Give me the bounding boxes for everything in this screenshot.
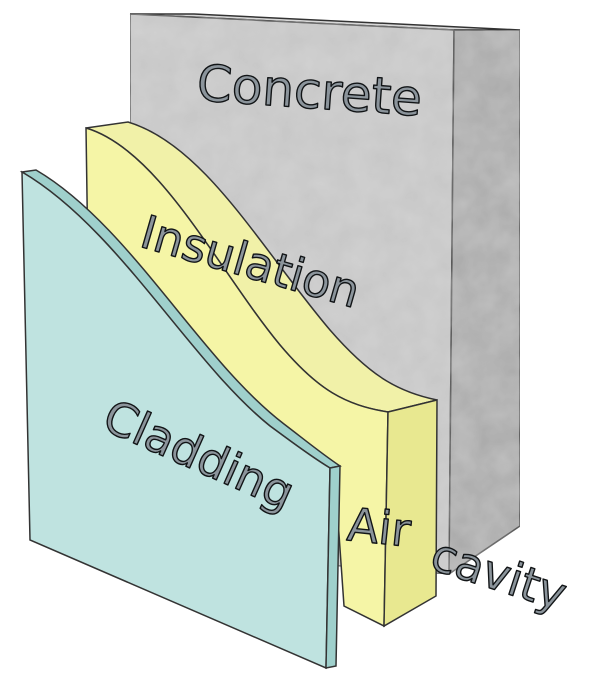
concrete-side-face (448, 29, 521, 576)
cladding-front-face (21, 170, 331, 670)
cladding-panel (19, 169, 342, 670)
air-label: Air (345, 497, 414, 557)
cavity-label: cavity (425, 527, 574, 621)
cladding-side-edge (325, 465, 341, 669)
insulation-side-face (383, 399, 438, 628)
concrete-label: Concrete (195, 54, 424, 128)
